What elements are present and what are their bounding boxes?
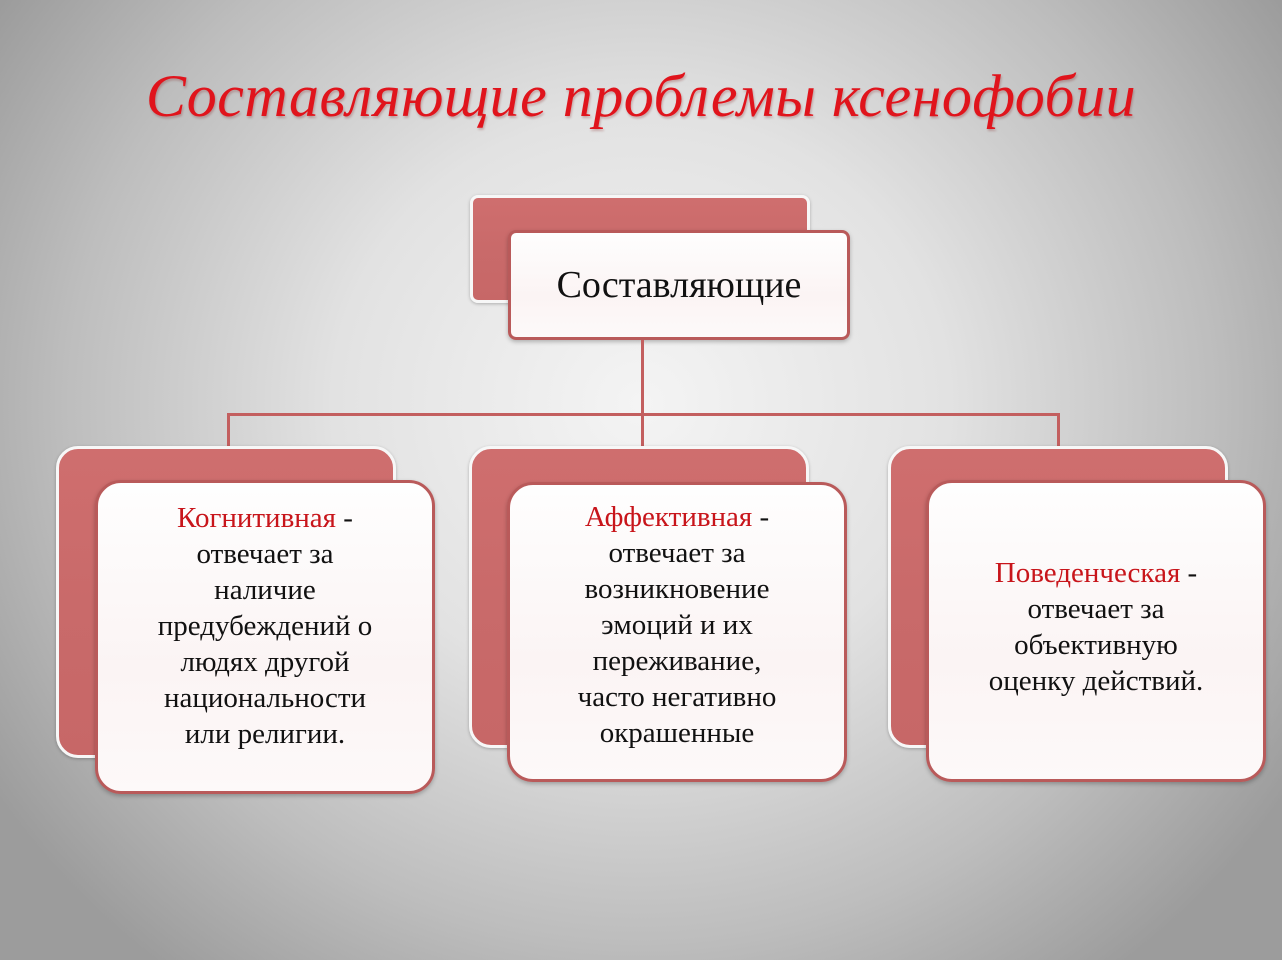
connector-left-drop xyxy=(227,413,230,449)
cognitive-term: Когнитивная xyxy=(177,502,336,534)
root-node: Составляющие xyxy=(508,230,850,340)
root-node-label: Составляющие xyxy=(556,264,802,306)
behavioral-node: Поведенческая - отвечает за объективную … xyxy=(926,480,1266,782)
connector-right-drop xyxy=(1057,413,1060,449)
connector-horizontal xyxy=(227,413,1060,416)
affective-term: Аффективная xyxy=(584,501,753,533)
affective-text: Аффективная - отвечает за возникновение … xyxy=(577,501,777,749)
slide-title: Составляющие проблемы ксенофобии xyxy=(145,63,1137,129)
cognitive-node: Когнитивная - отвечает за наличие предуб… xyxy=(95,480,435,794)
behavioral-text: Поведенческая - отвечает за объективную … xyxy=(988,557,1204,697)
connector-trunk xyxy=(641,340,644,450)
cognitive-text: Когнитивная - отвечает за наличие предуб… xyxy=(157,502,373,750)
affective-node: Аффективная - отвечает за возникновение … xyxy=(507,482,847,782)
behavioral-term: Поведенческая xyxy=(994,557,1181,589)
